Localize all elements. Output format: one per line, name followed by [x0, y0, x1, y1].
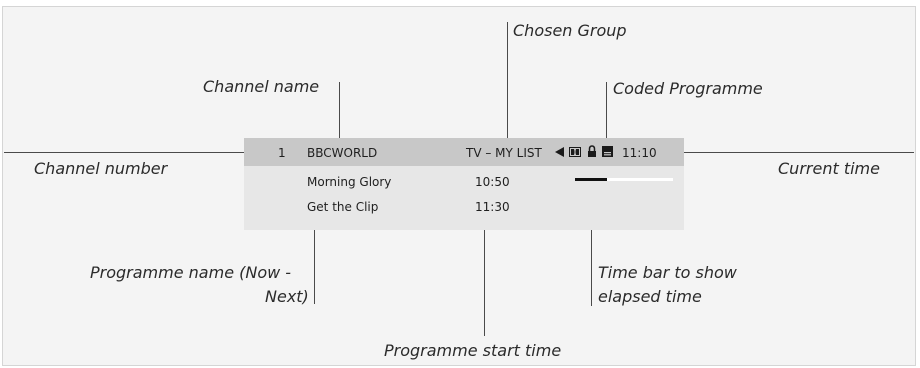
leader-chosen-group: [507, 22, 508, 152]
label-coded-programme: Coded Programme: [613, 79, 763, 98]
leader-time-bar: [591, 182, 592, 306]
subtitle-icon: [602, 146, 613, 157]
channel-name: BBCWORLD: [307, 146, 378, 160]
programme-now-name: Morning Glory: [307, 175, 392, 189]
leader-coded-programme: [606, 82, 607, 142]
label-time-bar-line2: elapsed time: [598, 287, 702, 306]
label-programme-name-line1: Programme name (Now -: [90, 263, 292, 282]
leader-programme-start-time: [484, 214, 485, 336]
group-name: TV – MY LIST: [466, 146, 542, 160]
label-programme-name-line2: Next): [265, 287, 309, 306]
leader-programme-name: [314, 214, 315, 304]
time-bar-elapsed: [575, 178, 608, 181]
label-time-bar-line1: Time bar to show: [598, 263, 737, 282]
dolby-icon: [569, 147, 581, 157]
label-channel-number: Channel number: [34, 159, 168, 178]
panel-body: Morning Glory 10:50 Get the Clip 11:30: [244, 166, 684, 230]
label-programme-start-time: Programme start time: [384, 341, 562, 360]
programme-now-start: 10:50: [475, 175, 510, 189]
panel-header: 1 BBCWORLD TV – MY LIST 11:10: [244, 138, 684, 166]
label-current-time: Current time: [778, 159, 880, 178]
channel-number: 1: [278, 146, 286, 160]
time-bar: [575, 178, 673, 181]
programme-next-name: Get the Clip: [307, 200, 379, 214]
current-time: 11:10: [622, 146, 657, 160]
leader-channel-name: [339, 82, 340, 144]
leader-channel-number: [4, 152, 274, 153]
channel-info-panel: 1 BBCWORLD TV – MY LIST 11:10 Morning Gl…: [244, 138, 684, 230]
label-chosen-group: Chosen Group: [513, 21, 627, 40]
leader-current-time: [682, 152, 914, 153]
lock-icon: [588, 145, 596, 157]
programme-next-start: 11:30: [475, 200, 510, 214]
speaker-icon: [555, 147, 564, 157]
label-channel-name: Channel name: [203, 77, 320, 96]
